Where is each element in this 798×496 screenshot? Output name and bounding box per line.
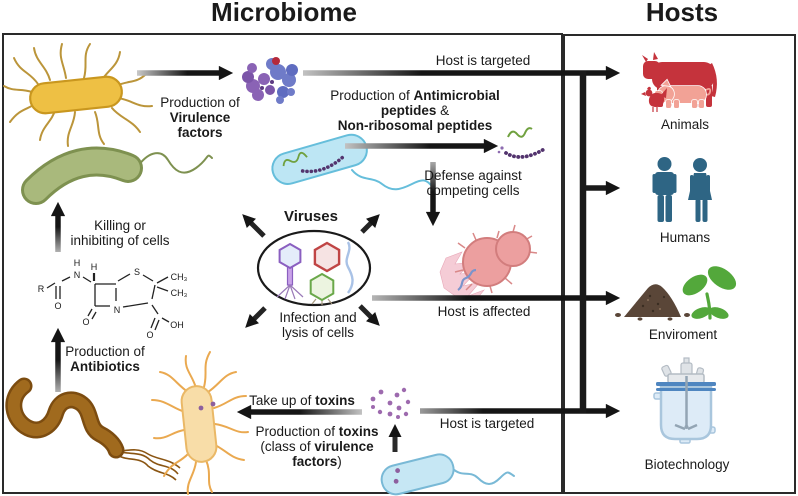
- arrow-virus-bottomleft: [245, 306, 267, 328]
- bioreactor-icon: [653, 357, 716, 444]
- penicillin-structure: R H N O H S CH₃ CH₃ N O O OH: [38, 258, 188, 340]
- svg-text:O: O: [54, 301, 61, 311]
- green-bacterium-icon: [21, 146, 213, 205]
- soil-icon: [615, 284, 690, 321]
- tan-bacterium-icon: [151, 351, 249, 495]
- hosts-title: Hosts: [645, 0, 719, 27]
- svg-text:CH₃: CH₃: [171, 272, 188, 282]
- hosts-panel: [563, 34, 796, 494]
- viruses-label: Viruses: [284, 208, 338, 225]
- svg-text:N: N: [74, 270, 81, 280]
- svg-text:H: H: [91, 262, 98, 272]
- toxin-production-label: Production of toxins (class of virulence…: [255, 424, 379, 469]
- svg-text:N: N: [114, 305, 121, 315]
- antibiotics-label: Production of Antibiotics: [65, 344, 145, 374]
- host-label-enviroment: Enviroment: [648, 327, 718, 342]
- cyan-bacterium-icon: [271, 133, 433, 191]
- host-label-animals: Animals: [660, 117, 710, 132]
- svg-text:H: H: [74, 258, 81, 268]
- man-icon: [652, 157, 677, 222]
- spiral-bacterium-icon: [5, 377, 181, 481]
- lysing-cell-icon: [439, 224, 538, 301]
- humans-icon: [652, 157, 712, 222]
- viruses-group: [256, 229, 372, 307]
- yellow-bacterium-icon: [3, 43, 153, 147]
- microbiome-title: Microbiome: [211, 0, 357, 27]
- virus-filament-icon: [345, 241, 354, 294]
- antimicrobial-peptides-label: Production of Antimicrobial peptides & N…: [330, 88, 500, 133]
- killing-label: Killing or inhibiting of cells: [70, 218, 170, 248]
- arrow-virus-topright: [360, 214, 380, 234]
- virulence-label: Production of Virulence factors: [160, 95, 240, 140]
- microbiome-panel: [2, 33, 563, 494]
- host-label-biotechnology: Biotechnology: [644, 457, 730, 472]
- svg-text:O: O: [82, 317, 89, 327]
- infection-label: Infection and lysis of cells: [279, 310, 357, 340]
- arrows: [50, 65, 621, 452]
- phage-green-icon: [309, 272, 335, 305]
- woman-icon: [688, 158, 712, 222]
- blue-bacterium-icon: [380, 453, 515, 496]
- host-targeted-top-label: Host is targeted: [435, 53, 531, 68]
- chicken-icon: [641, 86, 667, 112]
- svg-text:R: R: [38, 284, 45, 294]
- host-affected-label: Host is affected: [437, 304, 531, 319]
- virus-red-icon: [313, 241, 341, 273]
- peptides-icon: [497, 127, 548, 159]
- svg-text:O: O: [146, 330, 153, 340]
- toxin-dots-icon: [370, 387, 411, 419]
- host-targeted-bottom-label: Host is targeted: [439, 416, 535, 431]
- seedling-icon: [682, 266, 737, 320]
- defense-label: Defense against competing cells: [424, 168, 522, 198]
- protein-blob-icon: [242, 57, 298, 104]
- phage-purple-icon: [276, 242, 304, 300]
- svg-text:S: S: [134, 267, 140, 277]
- svg-text:OH: OH: [170, 320, 184, 330]
- host-label-humans: Humans: [659, 230, 711, 245]
- svg-text:CH₃: CH₃: [171, 288, 188, 298]
- arrow-virus-bottomright: [358, 304, 380, 326]
- takeup-toxins-label: Take up of toxins: [249, 393, 355, 408]
- arrow-virus-topleft: [242, 214, 266, 238]
